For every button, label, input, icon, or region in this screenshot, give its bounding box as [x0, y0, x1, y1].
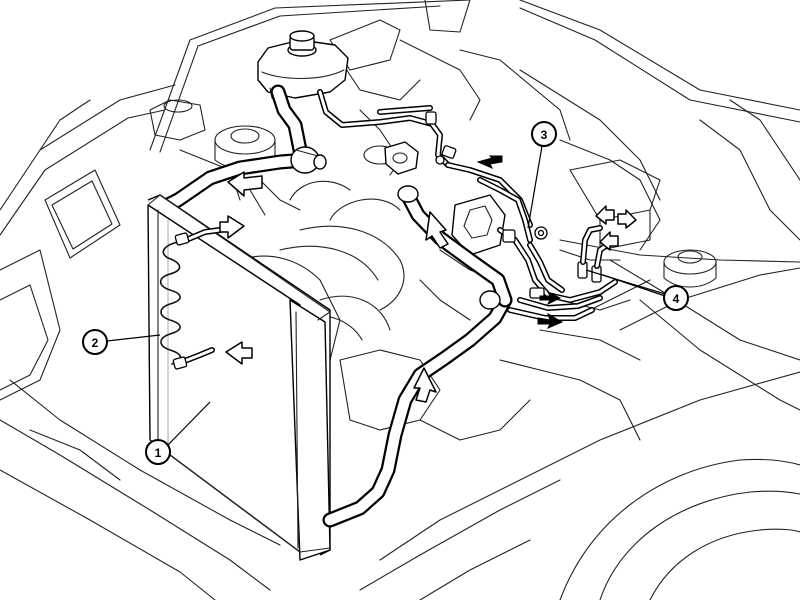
callout-4: 4 — [585, 269, 689, 311]
callout-1: 1 — [145, 401, 211, 465]
flow-arrow-cooler-inlet — [219, 215, 245, 239]
callout-2-label: 2 — [92, 336, 99, 350]
flow-arrow-right-upper — [595, 205, 615, 225]
return-arrow-bottom-b — [537, 312, 564, 329]
callout-3: 3 — [527, 121, 557, 229]
flow-arrow-right-lower — [599, 231, 619, 251]
upper-radiator-hose — [154, 146, 327, 216]
return-arrows — [476, 155, 564, 329]
return-arrow-bottom-a — [539, 290, 562, 306]
callout-3-label: 3 — [541, 128, 548, 142]
return-arrow-top — [476, 155, 503, 169]
flow-arrow-cooler-outlet — [225, 341, 253, 365]
flow-arrows — [219, 171, 637, 403]
flow-arrow-rising-pipe — [425, 211, 449, 249]
radiator — [147, 194, 331, 561]
callout-4-label: 4 — [673, 292, 680, 306]
flow-arrow-lower-hose — [413, 367, 437, 403]
expansion-tank — [257, 30, 349, 101]
lower-radiator-hose — [322, 185, 513, 528]
callout-1-label: 1 — [155, 446, 162, 460]
flow-arrow-upper-hose — [227, 171, 263, 197]
transmission-fluid-cooler — [159, 227, 223, 370]
callout-2: 2 — [82, 329, 161, 355]
flow-arrow-right-middle — [617, 209, 637, 229]
transmission-cooler-lines — [477, 177, 618, 321]
